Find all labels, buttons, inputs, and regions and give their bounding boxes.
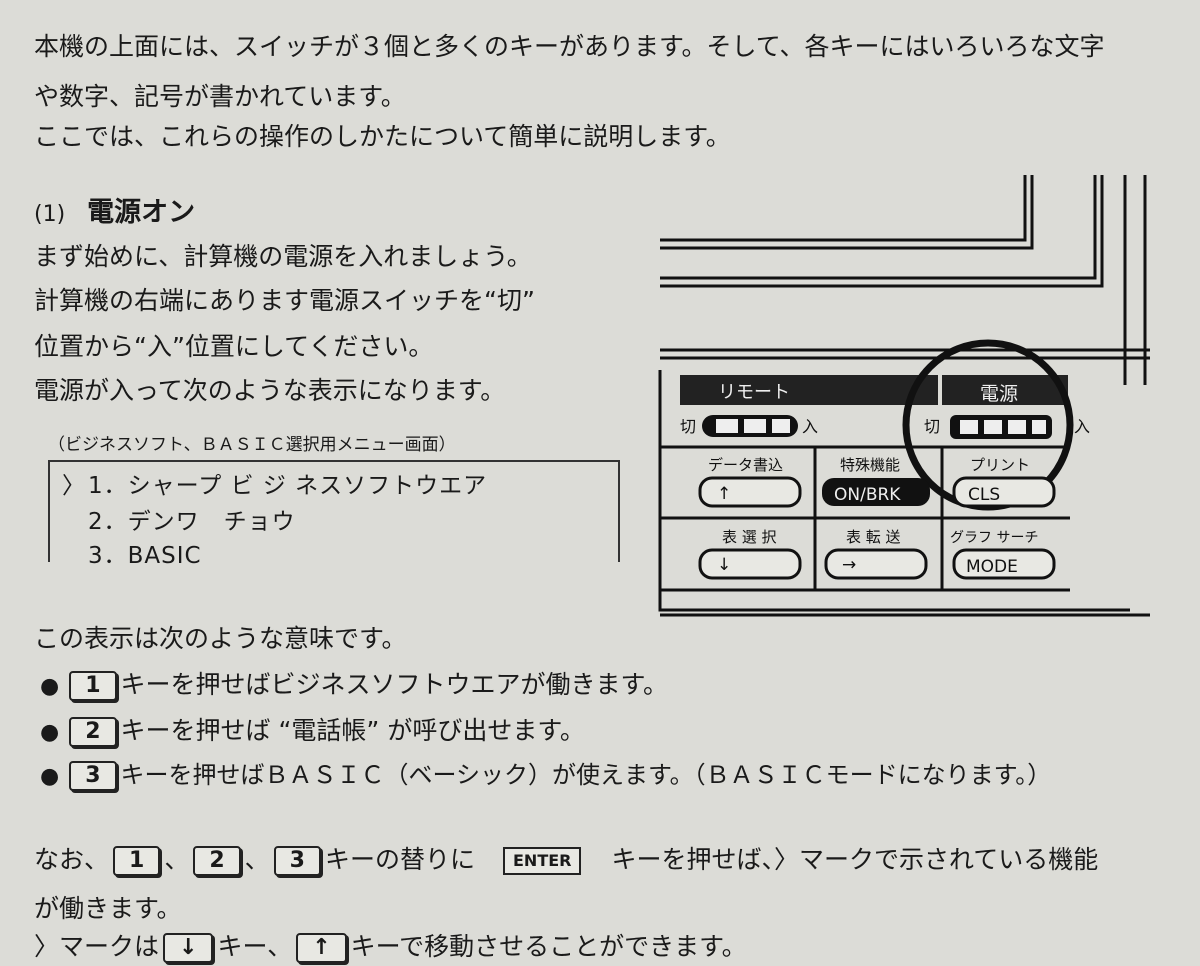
down-arrow-key-inline[interactable]: ↓ (163, 933, 214, 963)
menu-caption: （ビジネスソフト、ＢＡＳＩＣ選択用メニュー画面） (48, 435, 456, 455)
footer-separator: 、 (164, 845, 190, 874)
menu-cursor: 〉 (62, 473, 86, 499)
section-heading: (1) 電源オン (34, 190, 195, 229)
footer-l3-end: キーで移動させることができます。 (350, 932, 747, 961)
meaning-item-3-text: キーを押せばＢＡＳＩＣ（ベーシック）が使えます。（ＢＡＳＩＣモードになります。） (120, 761, 1052, 789)
key-print-label: プリント (970, 456, 1030, 474)
cls-key[interactable] (952, 476, 1056, 508)
remote-label: リモート (718, 382, 790, 403)
section-title: 電源オン (87, 197, 196, 228)
menu-item-3: 3．BASIC (88, 543, 202, 569)
key-table-transfer-label: 表 転 送 (846, 528, 901, 546)
key-graph-search-label: グラフ サーチ (950, 530, 1038, 546)
menu-item-1: 1．シャープ ビ ジ ネスソフトウエア (88, 473, 488, 499)
on-brk-key-label: ON/BRK (834, 485, 901, 505)
remote-off-label: 切 (680, 417, 696, 436)
intro-line-1: 本機の上面には、スイッチが３個と多くのキーがあります。そして、各キーにはいろいろ… (34, 32, 1105, 61)
key-special-function-label: 特殊機能 (840, 456, 900, 474)
intro-line-2: や数字、記号が書かれています。 (34, 82, 406, 111)
power-label: 電源 (980, 383, 1018, 405)
body-line-4: 電源が入って次のような表示になります。 (34, 376, 506, 405)
cls-key-label: CLS (968, 485, 1000, 505)
up-arrow-key[interactable] (698, 476, 802, 508)
up-arrow-icon: ↑ (717, 484, 731, 504)
down-arrow-icon: ↓ (717, 555, 731, 575)
mode-key-label: MODE (966, 557, 1018, 577)
footer-prefix: なお、 (34, 845, 110, 874)
meaning-item-1-text: キーを押せばビジネスソフトウエアが働きます。 (120, 670, 669, 699)
bullet-icon: ● (40, 674, 60, 699)
bullet-icon: ● (40, 720, 60, 745)
meaning-intro: この表示は次のような意味です。 (34, 624, 407, 653)
footer-separator: 、 (244, 845, 270, 874)
meaning-item-2-text: キーを押せば “電話帳” が呼び出せます。 (120, 716, 585, 745)
mode-key[interactable] (952, 548, 1056, 580)
footer-rest-text: キーを押せば、〉マークで示されている機能 (611, 845, 1099, 874)
footer-line-3: 〉マークは↓キー、↑キーで移動させることができます。 (34, 930, 747, 964)
on-brk-key[interactable] (822, 478, 930, 506)
right-arrow-icon: → (842, 555, 856, 575)
body-line-2: 計算機の右端にあります電源スイッチを“切” (34, 286, 535, 315)
up-arrow-key-inline[interactable]: ↑ (296, 933, 347, 963)
key-2[interactable]: 2 (69, 717, 117, 747)
key-data-write-label: データ書込 (708, 456, 783, 474)
key-1[interactable]: 1 (69, 671, 117, 701)
down-arrow-key[interactable] (698, 548, 802, 580)
right-arrow-key[interactable] (824, 548, 928, 580)
footer-mid-text: キーの替りに (324, 845, 475, 874)
power-off-label: 切 (924, 417, 940, 436)
footer-key-1[interactable]: 1 (113, 846, 161, 876)
footer-line-2: が働きます。 (34, 894, 182, 923)
bullet-icon: ● (40, 764, 60, 789)
keyboard-figure: リモート 電源 切 入 切 入 データ書込 ↑ 特殊機能 ON/BRK プリント… (658, 175, 1150, 617)
intro-line-3: ここでは、これらの操作のしかたについて簡単に説明します。 (34, 122, 731, 151)
body-line-1: まず始めに、計算機の電源を入れましょう。 (34, 242, 532, 271)
footer-l3-mid: キー、 (217, 932, 293, 961)
footer-key-2[interactable]: 2 (193, 846, 241, 876)
power-on-label: 入 (1074, 417, 1090, 436)
menu-item-2: 2．デンワ チョウ (88, 509, 296, 535)
body-line-3: 位置から“入”位置にしてください。 (34, 332, 434, 361)
remote-on-label: 入 (802, 417, 818, 436)
footer-l3-prefix: 〉マークは (34, 932, 160, 961)
footer-key-3[interactable]: 3 (273, 846, 321, 876)
key-table-select-label: 表 選 択 (722, 528, 777, 546)
key-3[interactable]: 3 (69, 761, 117, 791)
enter-key[interactable]: ENTER (503, 847, 582, 875)
section-number: (1) (34, 202, 66, 227)
menu-display: 〉 1．シャープ ビ ジ ネスソフトウエア 2．デンワ チョウ 3．BASIC (48, 460, 620, 569)
